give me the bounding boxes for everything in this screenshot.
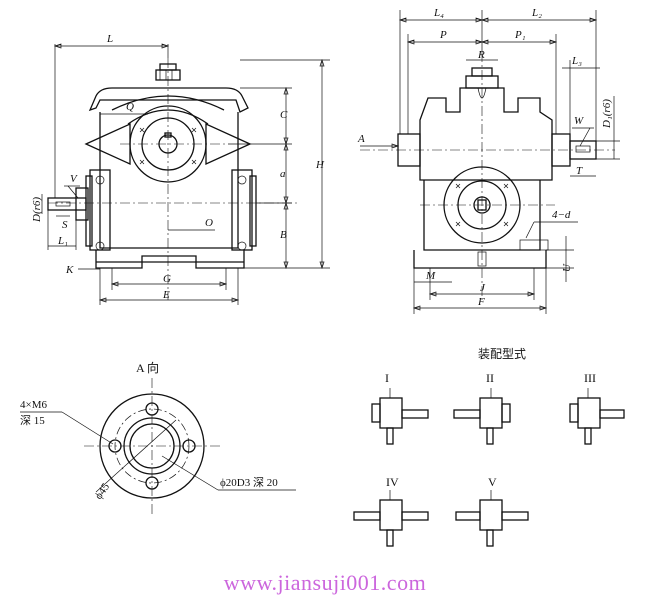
- a-direction-view: A 向 4×M6 深 15 ϕ45 ϕ20D3 深 20: [20, 360, 296, 514]
- label-J: J: [480, 282, 486, 294]
- svg-text:V: V: [488, 475, 497, 489]
- label-H: H: [315, 159, 325, 171]
- assembly-form-1: I: [371, 371, 429, 445]
- assembly-title: 装配型式: [478, 347, 526, 361]
- label-V: V: [70, 173, 78, 185]
- label-D-r6: D(r6): [31, 197, 43, 223]
- label-L4: L₄: [433, 7, 444, 19]
- label-U: U: [561, 263, 573, 272]
- assembly-forms: 装配型式 I II III I: [353, 347, 625, 547]
- label-L1: L₁: [57, 235, 68, 247]
- assembly-form-5: V: [455, 475, 529, 547]
- label-C: C: [280, 109, 288, 121]
- label-A: A: [357, 133, 365, 145]
- a-view-title: A 向: [136, 360, 159, 375]
- svg-text:II: II: [486, 371, 494, 385]
- label-P: P: [439, 29, 447, 41]
- label-M: M: [425, 270, 436, 282]
- label-O: O: [205, 217, 213, 229]
- label-F: F: [477, 296, 485, 308]
- watermark-text: www.jiansuji001.com: [223, 570, 427, 595]
- label-4-d: 4−d: [552, 209, 571, 221]
- thread-note-2: 深 15: [20, 414, 45, 427]
- label-R: R: [477, 49, 485, 61]
- label-L: L: [106, 33, 113, 45]
- label-L2: L₂: [531, 7, 542, 19]
- thread-note-1: 4×M6: [20, 399, 47, 411]
- svg-text:III: III: [584, 371, 596, 385]
- assembly-form-4: IV: [353, 475, 429, 547]
- label-K: K: [65, 264, 74, 276]
- label-Q: Q: [126, 101, 134, 113]
- label-D1-r6: D₁(r6): [601, 99, 613, 129]
- front-view: L Q H C a B O G E K V: [31, 33, 330, 305]
- assembly-form-3: III: [569, 371, 625, 445]
- label-T: T: [576, 165, 583, 177]
- label-L3: L₃: [571, 55, 582, 67]
- label-S: S: [62, 219, 68, 231]
- label-G: G: [163, 273, 171, 285]
- label-E: E: [162, 289, 170, 301]
- svg-text:I: I: [385, 371, 389, 385]
- bore-note: ϕ20D3 深 20: [220, 476, 278, 489]
- svg-text:IV: IV: [386, 475, 399, 489]
- assembly-form-2: II: [453, 371, 511, 445]
- pcd-label: ϕ45: [93, 481, 113, 502]
- label-P1: P₁: [514, 29, 526, 41]
- side-view: L₄ L₂ P P₁ R L₃ A W D₁(r6) T 4: [357, 7, 620, 314]
- label-a: a: [280, 168, 286, 180]
- label-B: B: [280, 229, 287, 241]
- label-W: W: [574, 115, 584, 127]
